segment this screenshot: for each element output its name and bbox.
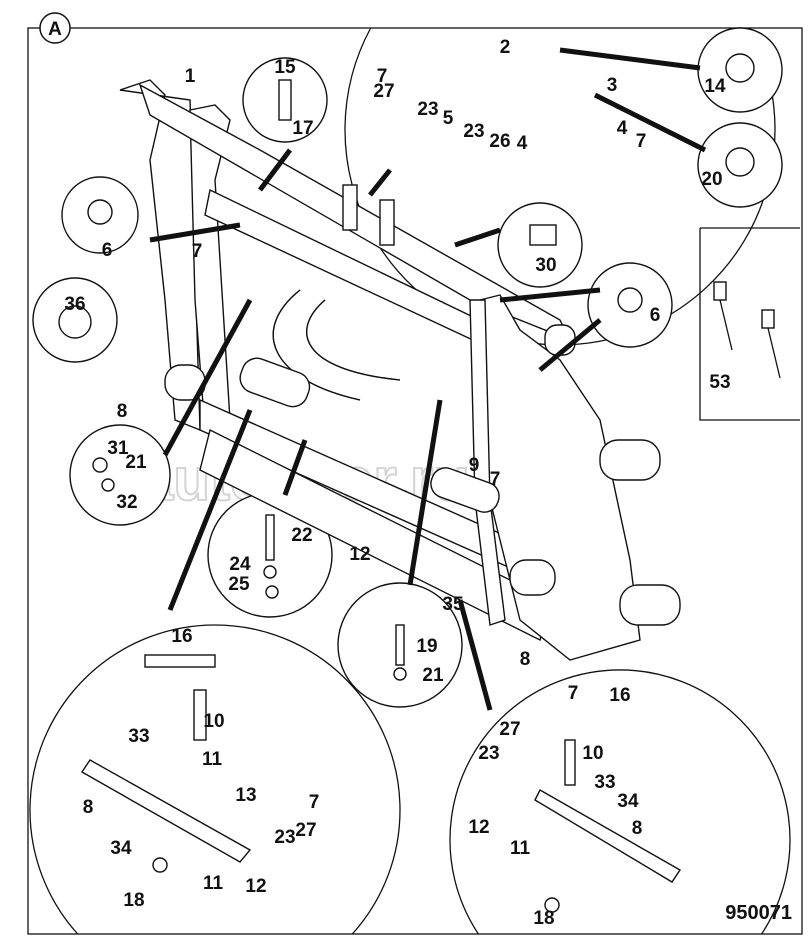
- callout-label: 23: [417, 99, 438, 120]
- callout-label: 33: [128, 726, 149, 747]
- callout-label: 1: [185, 66, 196, 87]
- callout-label: 34: [617, 791, 639, 812]
- drawing-border: [27, 27, 803, 935]
- callout-label: 20: [701, 169, 722, 190]
- callout-label: 16: [609, 685, 630, 706]
- callout-label: 8: [117, 401, 128, 422]
- callout-label: 2: [500, 37, 511, 58]
- drawing-number: 950071: [725, 902, 792, 924]
- leader-lines: [149, 47, 707, 711]
- callout-label: 27: [499, 719, 520, 740]
- callout-label: 10: [582, 743, 603, 764]
- callout-label: 23: [274, 827, 295, 848]
- pointer-line: [368, 168, 392, 197]
- callout-label: 19: [416, 636, 437, 657]
- pointer-line: [454, 227, 501, 248]
- pointer-line: [258, 148, 292, 192]
- callout-label: 11: [202, 749, 223, 770]
- pointer-line: [149, 222, 241, 243]
- callout-label: 15: [274, 57, 296, 78]
- callout-label: 7: [636, 131, 647, 152]
- pointer-line: [593, 92, 707, 153]
- callout-label: 8: [520, 649, 531, 670]
- callout-label: 7: [490, 469, 501, 490]
- callout-label: 32: [116, 492, 137, 513]
- callout-label: 27: [295, 820, 316, 841]
- detail-circle: [69, 424, 171, 526]
- callout-label: 12: [245, 876, 266, 897]
- view-marker-label: A: [48, 19, 62, 40]
- callout-label: 18: [533, 908, 554, 929]
- callout-label: 6: [650, 305, 661, 326]
- callout-label: 7: [377, 66, 388, 87]
- callout-label: 25: [228, 574, 250, 595]
- callout-label: 12: [349, 544, 370, 565]
- detail-circle: [29, 624, 401, 935]
- pointer-line: [457, 599, 493, 711]
- callout-label: 5: [443, 108, 454, 129]
- callout-label: 4: [617, 118, 628, 139]
- view-marker-circle: [39, 12, 71, 44]
- detail-circle: [449, 669, 791, 935]
- callout-label: 23: [463, 121, 484, 142]
- callout-label: 21: [422, 665, 444, 686]
- callout-label: 7: [192, 241, 203, 262]
- callout-label: 34: [110, 838, 132, 859]
- callout-label: 24: [229, 554, 251, 575]
- callout-label: 30: [535, 255, 556, 276]
- callout-label: 14: [704, 76, 726, 97]
- callout-label: 11: [203, 873, 224, 894]
- callout-label: 11: [510, 838, 531, 859]
- callout-label: 33: [594, 772, 615, 793]
- hose-inset-frame: [699, 227, 800, 421]
- callout-label: 12: [468, 817, 489, 838]
- callout-label: 18: [123, 890, 144, 911]
- callout-label: 27: [373, 81, 394, 102]
- pointer-line: [407, 399, 443, 586]
- callout-label: 31: [107, 438, 129, 459]
- callout-label: 7: [568, 683, 579, 704]
- callout-label: 3: [607, 75, 618, 96]
- callout-label: 17: [292, 118, 313, 139]
- callout-label: 4: [517, 133, 528, 154]
- callout-label: 13: [235, 785, 256, 806]
- callout-label: 7: [309, 792, 320, 813]
- callout-label: 10: [203, 711, 224, 732]
- pointer-line: [282, 439, 308, 496]
- callout-label: 6: [102, 240, 113, 261]
- callout-label: 9: [469, 455, 480, 476]
- callout-label: 8: [83, 797, 94, 818]
- callout-label: 22: [291, 525, 312, 546]
- pointer-line: [162, 298, 253, 457]
- pointer-line: [538, 318, 602, 372]
- callout-label: 53: [709, 372, 730, 393]
- callout-label: 8: [632, 818, 643, 839]
- callout-label: 35: [442, 594, 464, 615]
- callout-label: 16: [171, 626, 192, 647]
- pointer-line: [167, 409, 253, 611]
- quick-hitch-frame: [58, 53, 781, 913]
- pointer-line: [499, 287, 601, 303]
- callout-label: 36: [64, 294, 85, 315]
- callout-label: 26: [489, 131, 510, 152]
- callout-label: 23: [478, 743, 499, 764]
- callout-label: 21: [125, 452, 147, 473]
- pointer-line: [559, 47, 701, 71]
